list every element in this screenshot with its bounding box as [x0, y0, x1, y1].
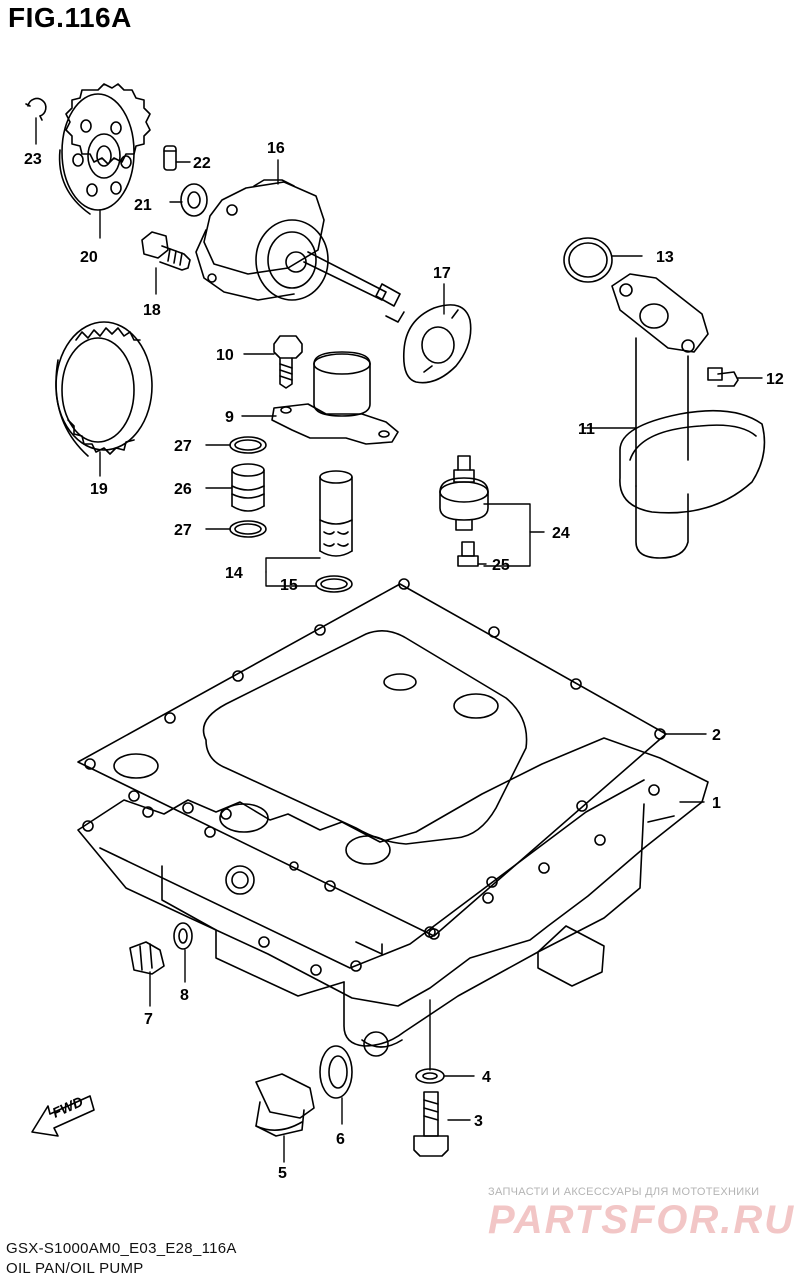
part-2-gasket	[77, 578, 667, 940]
part-10-bolt	[273, 335, 303, 389]
part-21-washer	[180, 183, 208, 217]
figure-caption: OIL PAN/OIL PUMP	[6, 1260, 144, 1277]
part-18-bolt	[141, 231, 191, 271]
callout-16: 16	[267, 140, 285, 157]
part-1-oil-pan	[77, 737, 709, 1057]
part-22-pin	[163, 145, 177, 171]
callout-11: 11	[578, 421, 595, 438]
part-14-oil-pipe	[319, 470, 353, 557]
callout-15: 15	[280, 577, 298, 594]
callout-3: 3	[474, 1113, 483, 1130]
callout-2: 2	[712, 727, 721, 744]
part-20-sprocket	[58, 83, 151, 215]
part-15-o-ring	[315, 575, 353, 593]
callout-19: 19	[90, 481, 108, 498]
callout-5: 5	[278, 1165, 287, 1182]
part-19-gear	[55, 321, 153, 457]
part-13-o-ring	[563, 237, 613, 283]
part-24-pressure-switch	[439, 455, 489, 531]
callout-14: 14	[225, 565, 243, 582]
callout-17: 17	[433, 265, 451, 282]
figure-title: FIG.116A	[8, 2, 132, 33]
part-11-oil-strainer	[611, 273, 766, 559]
part-25-bolt	[457, 541, 479, 567]
part-16-oil-pump	[195, 179, 405, 323]
part-6-washer	[319, 1045, 353, 1099]
part-8-washer	[173, 922, 193, 950]
callout-26: 26	[174, 481, 192, 498]
part-23-circlip	[25, 97, 47, 121]
callout-24: 24	[552, 525, 570, 542]
callout-12: 12	[766, 371, 784, 388]
figure-code: GSX-S1000AM0_E03_E28_116A	[6, 1240, 237, 1257]
part-3-bolt	[413, 1091, 449, 1157]
callout-6: 6	[336, 1131, 345, 1148]
callout-labels: 23 20 22 21 18 16 17 13 12 10 9 11 27 26…	[24, 140, 784, 1182]
watermark-tagline: ЗАПЧАСТИ И АКСЕССУАРЫ ДЛЯ МОТОТЕХНИКИ	[488, 1186, 760, 1198]
callout-22: 22	[193, 155, 211, 172]
callout-18: 18	[143, 302, 161, 319]
part-4-washer	[415, 1068, 445, 1084]
part-27-o-ring-upper	[229, 436, 267, 454]
part-12-bolt	[707, 367, 739, 387]
callout-8: 8	[180, 987, 189, 1004]
callout-27a: 27	[174, 438, 192, 455]
callout-23: 23	[24, 151, 42, 168]
callout-20: 20	[80, 249, 98, 266]
callout-10: 10	[216, 347, 234, 364]
callout-9: 9	[225, 409, 234, 426]
callout-1: 1	[712, 795, 721, 812]
callout-21: 21	[134, 197, 152, 214]
part-5-drain-plug	[255, 1073, 315, 1137]
part-9-housing	[271, 351, 399, 445]
watermark-logo: PARTSFOR.RU	[488, 1198, 796, 1242]
part-26-sleeve	[231, 463, 265, 512]
part-17-strainer	[402, 304, 472, 384]
fwd-arrow-icon	[31, 1095, 95, 1137]
callout-25: 25	[492, 557, 510, 574]
callout-7: 7	[144, 1011, 153, 1028]
callout-4: 4	[482, 1069, 491, 1086]
part-27-o-ring-lower	[229, 520, 267, 538]
callout-27b: 27	[174, 522, 192, 539]
part-7-plug	[129, 941, 165, 975]
callout-13: 13	[656, 249, 674, 266]
